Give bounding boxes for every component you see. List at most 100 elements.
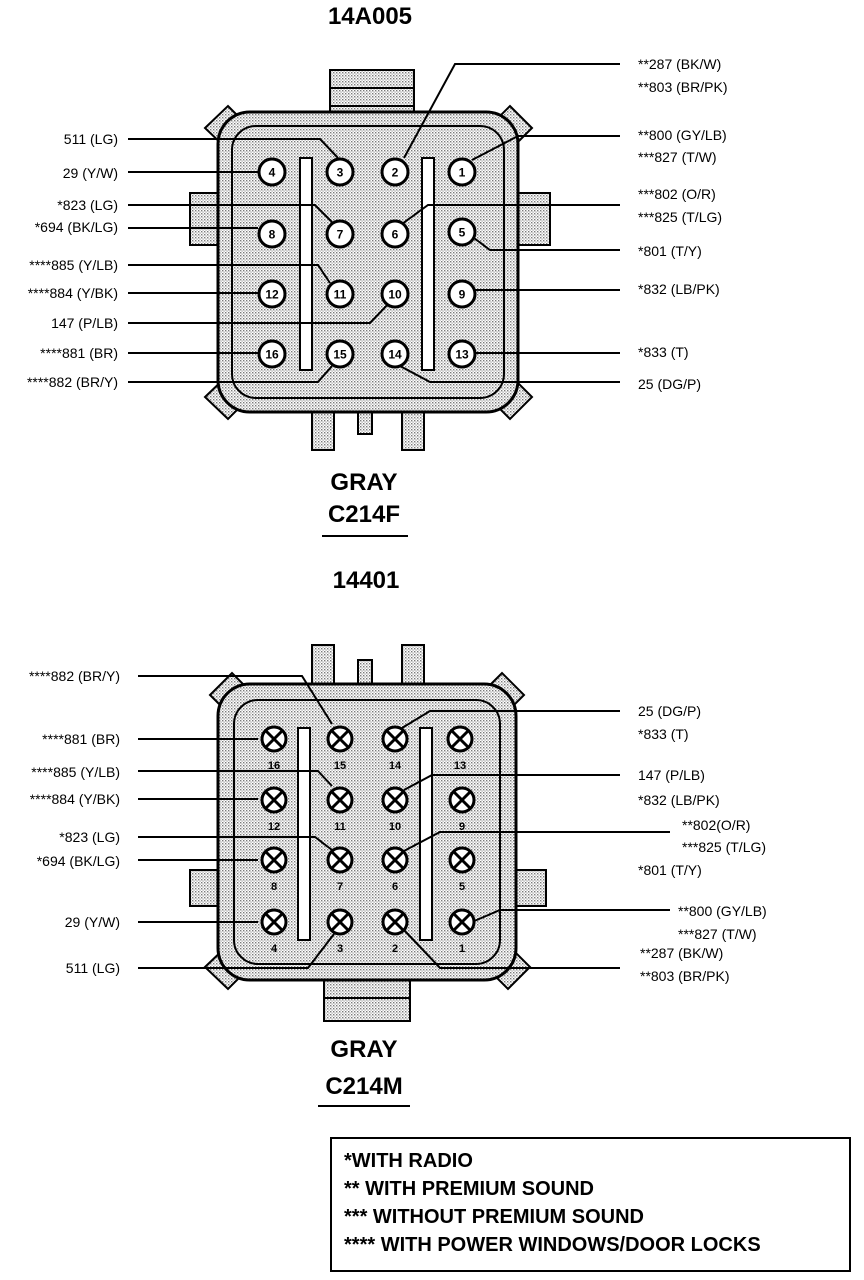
bottom-left-label: ****884 (Y/BK): [30, 791, 120, 807]
bottom-right-label: *801 (T/Y): [638, 862, 702, 878]
pin-number: 16: [265, 348, 279, 362]
bottom-right-label: **803 (BR/PK): [640, 968, 729, 984]
pin-number: 10: [389, 821, 401, 833]
pin-number: 2: [392, 943, 398, 955]
pin-number: 15: [333, 348, 347, 362]
bottom-right-label: *833 (T): [638, 726, 689, 742]
bottom-right-label: **800 (GY/LB): [678, 903, 767, 919]
pin-number: 6: [392, 881, 398, 893]
pin-socket: [257, 219, 287, 249]
top-right-label: *801 (T/Y): [638, 243, 702, 259]
legend-item: *WITH RADIO: [344, 1150, 473, 1172]
pin-socket: [325, 279, 355, 309]
x-mark-icon: [330, 729, 350, 749]
bottom-right-label: *832 (LB/PK): [638, 792, 720, 808]
pin-number: 4: [269, 166, 276, 180]
pin-number: 14: [388, 348, 402, 362]
top-right-label: *833 (T): [638, 344, 689, 360]
pin-number: 1: [459, 943, 465, 955]
top-right-label: ***827 (T/W): [638, 149, 717, 165]
pin-number: 16: [268, 760, 280, 772]
pin-number: 15: [334, 760, 346, 772]
x-mark-icon: [385, 729, 405, 749]
bottom-right-label: ***827 (T/W): [678, 926, 757, 942]
top-right-label: 25 (DG/P): [638, 376, 701, 392]
top-right-label: *832 (LB/PK): [638, 281, 720, 297]
pin-number: 5: [459, 226, 466, 240]
top-right-label: **287 (BK/W): [638, 56, 721, 72]
legend-item: ** WITH PREMIUM SOUND: [344, 1178, 594, 1200]
pin-number: 10: [388, 288, 402, 302]
pin-socket: [325, 339, 355, 369]
pin-number: 7: [337, 228, 344, 242]
x-mark-icon: [452, 790, 472, 810]
pin-number: 7: [337, 881, 343, 893]
pin-socket: [257, 339, 287, 369]
pin-socket: [380, 219, 410, 249]
pin-number: 9: [459, 288, 466, 302]
bottom-right-label: **802(O/R): [682, 817, 750, 833]
pin-number: 12: [265, 288, 279, 302]
top-left-label: ****885 (Y/LB): [29, 257, 118, 273]
pin-number: 3: [337, 166, 344, 180]
top-connector: 14A005: [27, 3, 727, 537]
pin-socket: [325, 219, 355, 249]
x-mark-icon: [264, 729, 284, 749]
top-right-label: ***802 (O/R): [638, 186, 716, 202]
pin-socket: [257, 157, 287, 187]
pin-socket: [447, 279, 477, 309]
pin-socket: [380, 339, 410, 369]
top-right-label: **803 (BR/PK): [638, 79, 727, 95]
pin-number: 8: [269, 228, 276, 242]
x-mark-icon: [330, 790, 350, 810]
legend-item: *** WITHOUT PREMIUM SOUND: [344, 1206, 644, 1228]
top-right-label: **800 (GY/LB): [638, 127, 727, 143]
pin-socket: [380, 279, 410, 309]
x-mark-icon: [452, 850, 472, 870]
bottom-left-label: ****885 (Y/LB): [31, 764, 120, 780]
top-left-label: *823 (LG): [57, 197, 118, 213]
bottom-connector-color: GRAY: [330, 1036, 397, 1063]
pin-number: 6: [392, 228, 399, 242]
pin-socket: [325, 157, 355, 187]
pin-socket: [380, 157, 410, 187]
bottom-connector: 14401: [29, 567, 767, 1107]
bottom-left-label: ****881 (BR): [42, 731, 120, 747]
top-right-label: ***825 (T/LG): [638, 209, 722, 225]
pin-number: 14: [389, 760, 402, 772]
pin-number: 1: [459, 166, 466, 180]
legend-box: *WITH RADIO ** WITH PREMIUM SOUND *** WI…: [330, 1137, 851, 1272]
top-left-label: *694 (BK/LG): [35, 219, 118, 235]
x-mark-icon: [385, 850, 405, 870]
x-mark-icon: [330, 912, 350, 932]
bottom-right-label: 147 (P/LB): [638, 767, 705, 783]
pin-socket: [257, 279, 287, 309]
pin-socket: [447, 339, 477, 369]
bottom-left-label: ****882 (BR/Y): [29, 668, 120, 684]
pin-socket: [447, 217, 477, 247]
top-left-label: 511 (LG): [64, 131, 118, 147]
bottom-left-label: *694 (BK/LG): [37, 853, 120, 869]
pin-number: 8: [271, 881, 277, 893]
pin-number: 2: [392, 166, 399, 180]
bottom-left-label: 511 (LG): [66, 960, 120, 976]
bottom-right-label: **287 (BK/W): [640, 945, 723, 961]
pin-number: 12: [268, 821, 280, 833]
bottom-left-label: 29 (Y/W): [65, 914, 120, 930]
pin-number: 5: [459, 881, 465, 893]
pin-number: 11: [334, 821, 346, 833]
pin-number: 9: [459, 821, 465, 833]
top-left-label: 147 (P/LB): [51, 315, 118, 331]
x-mark-icon: [264, 790, 284, 810]
top-left-label: 29 (Y/W): [63, 165, 118, 181]
bottom-left-label: *823 (LG): [59, 829, 120, 845]
x-mark-icon: [264, 850, 284, 870]
pin-number: 4: [271, 943, 278, 955]
bottom-right-label: 25 (DG/P): [638, 703, 701, 719]
x-mark-icon: [385, 912, 405, 932]
top-connector-color: GRAY: [330, 469, 397, 496]
bottom-connector-name: C214M: [325, 1073, 402, 1100]
